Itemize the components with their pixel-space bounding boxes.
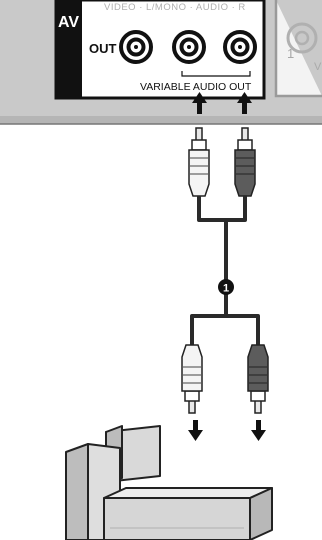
av-tag-label: AV — [58, 14, 79, 31]
neighbor-jack — [286, 22, 318, 54]
output-arrows — [188, 420, 266, 441]
audio-r-jack — [223, 30, 257, 64]
neighbor-board — [274, 0, 322, 98]
top-strip-labels: VIDEO · L/MONO · AUDIO · R — [104, 2, 246, 13]
insert-arrows — [192, 92, 252, 114]
lower-plug-white — [181, 344, 203, 414]
out-label: OUT — [89, 41, 117, 56]
av-panel: 1 V VIDEO · L/MONO · AUDIO · R AV OUT VA… — [0, 0, 322, 125]
audio-cable — [190, 196, 260, 345]
lower-plug-red — [247, 344, 269, 414]
variable-audio-bracket — [181, 71, 251, 77]
neighbor-jack-number: 1 — [287, 46, 294, 61]
upper-plug-white — [188, 127, 210, 197]
cable-step-badge: 1 — [218, 279, 234, 295]
av-tag — [56, 0, 82, 98]
panel-bottom-edge — [0, 116, 322, 124]
arrow-up-left-icon — [192, 92, 207, 114]
amplifier — [103, 487, 273, 540]
svg-text:V: V — [314, 61, 322, 73]
cable-step-number: 1 — [223, 283, 229, 295]
audio-system — [65, 425, 273, 540]
arrow-down-right-icon — [251, 420, 266, 441]
arrow-up-right-icon — [237, 92, 252, 114]
arrow-down-left-icon — [188, 420, 203, 441]
video-out-jack — [119, 30, 153, 64]
audio-l-jack — [172, 30, 206, 64]
variable-audio-out-label: VARIABLE AUDIO OUT — [140, 81, 252, 93]
upper-plug-red — [234, 127, 256, 197]
